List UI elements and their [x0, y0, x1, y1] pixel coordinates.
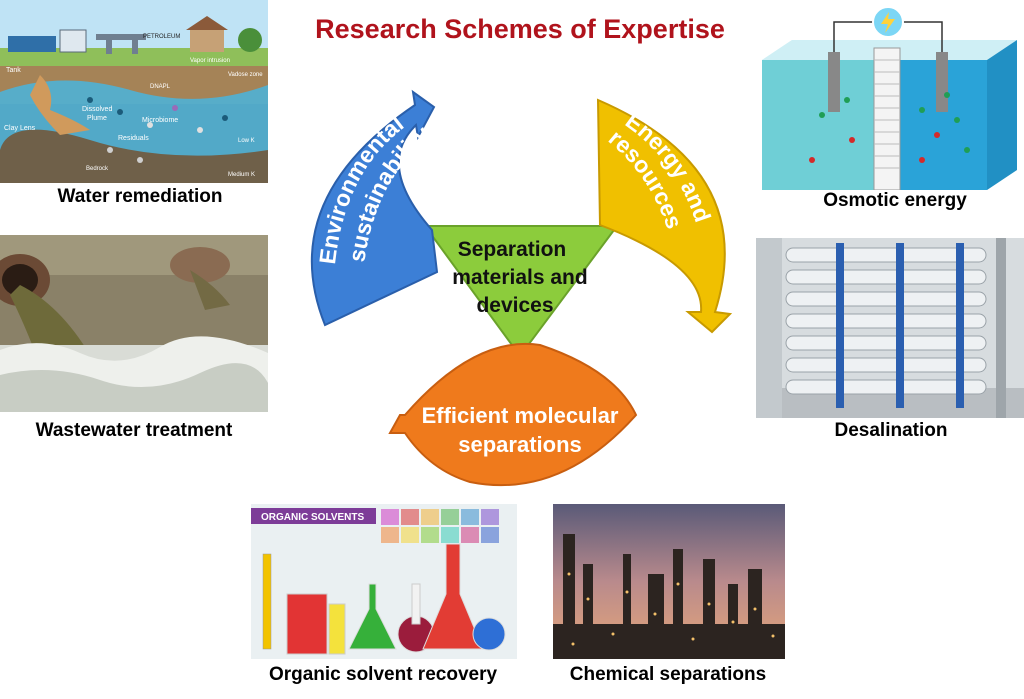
water-remediation-caption: Water remediation	[57, 186, 223, 207]
label-mediumk: Medium K	[228, 172, 255, 178]
center-line3: devices	[476, 294, 553, 317]
wastewater-image	[0, 235, 268, 412]
desalination-image	[756, 238, 1024, 418]
osmotic-energy-caption: Osmotic energy	[823, 190, 967, 211]
organic-solvent-caption: Organic solvent recovery	[268, 664, 498, 685]
chemical-separations-caption: Chemical separations	[569, 664, 767, 685]
center-line2: materials and	[452, 266, 587, 289]
efficient-arrow	[388, 342, 638, 487]
label-bedrock: Bedrock	[86, 166, 109, 172]
label-microbiome: Microbiome	[142, 117, 178, 124]
environmental-arrow	[310, 89, 439, 327]
label-vapor: Vapor intrusion	[190, 58, 230, 64]
label-dnapl: DNAPL	[150, 84, 171, 90]
organic-solvents-banner: ORGANIC SOLVENTS	[261, 512, 364, 523]
label-petroleum: PETROLEUM	[143, 34, 180, 40]
water-remediation-image: PETROLEUM Tank Vapor intrusion Vadose zo…	[0, 0, 268, 183]
wastewater-caption: Wastewater treatment	[35, 420, 233, 441]
center-triangle	[423, 225, 619, 358]
label-dissolved: Dissolved	[82, 106, 112, 113]
label-plume: Plume	[87, 115, 107, 122]
label-tank: Tank	[6, 67, 21, 74]
chemical-separations-image	[553, 504, 785, 659]
page-title: Research Schemes of Expertise	[315, 14, 725, 44]
label-vadose: Vadose zone	[228, 72, 263, 78]
desalination-caption: Desalination	[834, 420, 948, 441]
energy-arrow	[596, 98, 733, 334]
center-line1: Separation	[458, 238, 567, 261]
label-clay: Clay Lens	[4, 125, 36, 132]
label-lowk: Low K	[238, 138, 255, 144]
label-residuals: Residuals	[118, 135, 149, 142]
organic-solvents-image: ORGANIC SOLVENTS	[251, 504, 517, 659]
efficient-label-line1: Efficient molecular	[422, 403, 619, 428]
efficient-label-line2: separations	[458, 432, 582, 457]
osmotic-energy-image	[762, 0, 1024, 190]
